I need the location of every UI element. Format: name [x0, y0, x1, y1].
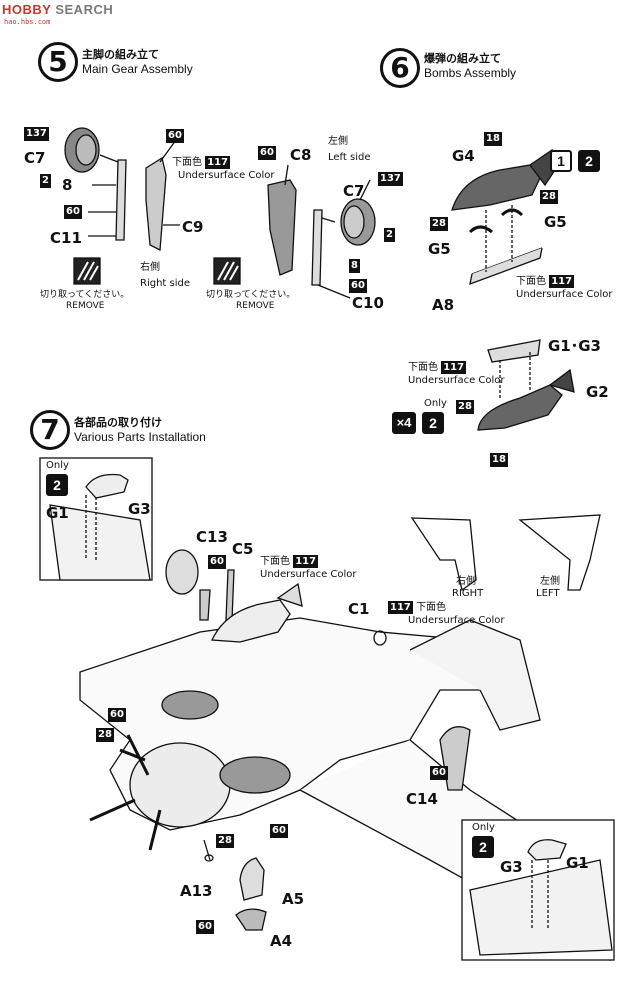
undersurface-en: Undersurface Color: [260, 569, 357, 580]
undersurface-jp: 下面色 117: [408, 361, 467, 374]
part-c8: C8: [290, 146, 312, 164]
color-60-badge: 60: [270, 824, 288, 838]
color-28-badge: 28: [456, 400, 474, 414]
undersurface-jp: 下面色 117: [516, 275, 575, 288]
option-2-icon: 2: [422, 412, 444, 434]
part-g5-left: G5: [428, 240, 451, 258]
part-g5-right: G5: [544, 213, 567, 231]
right-en: RIGHT: [452, 588, 484, 599]
color-28-badge: 28: [96, 728, 114, 742]
step7-title-en: Various Parts Installation: [74, 430, 206, 444]
undersurface-en: Undersurface Color: [408, 615, 505, 626]
part-c1: C1: [348, 600, 370, 618]
part-g1-g3: G1･G3: [548, 337, 601, 355]
option-2-icon: 2: [472, 836, 494, 858]
option-2-icon: 2: [578, 150, 600, 172]
undersurface-jp: 下面色 117: [260, 555, 319, 568]
color-2-badge: 2: [384, 228, 395, 242]
part-a4: A4: [270, 932, 293, 950]
part-g1-bottom: G1: [566, 854, 589, 872]
watermark-text-b: SEARCH: [55, 2, 114, 17]
step5-number: 5: [38, 42, 78, 82]
part-g2: G2: [586, 383, 609, 401]
watermark-url: hao.hbs.com: [4, 18, 51, 26]
option-1-icon: 1: [550, 150, 572, 172]
color-60-badge: 60: [430, 766, 448, 780]
color-28-badge: 28: [430, 217, 448, 231]
step5-title-en: Main Gear Assembly: [82, 62, 193, 76]
color-60-badge: 60: [166, 129, 184, 143]
watermark-logo: HOBBY SEARCH: [2, 2, 113, 17]
part-c14: C14: [406, 790, 438, 808]
option-2-icon: 2: [46, 474, 68, 496]
part-c11: C11: [50, 229, 82, 247]
remove-en: REMOVE: [66, 301, 105, 311]
step6-title-jp: 爆弾の組み立て: [424, 52, 501, 65]
left-side-en: Left side: [328, 152, 371, 163]
only-label: Only: [472, 822, 495, 833]
color-28-badge: 28: [540, 190, 558, 204]
step7-title-jp: 各部品の取り付け: [74, 416, 162, 429]
right-jp: 右側: [456, 576, 476, 587]
part-c9: C9: [182, 218, 204, 236]
part-g4: G4: [452, 147, 475, 165]
part-c7-right: C7: [343, 182, 365, 200]
part-c5: C5: [232, 540, 254, 558]
part-a13: A13: [180, 882, 213, 900]
left-jp: 左側: [540, 576, 560, 587]
only-label: Only: [424, 398, 447, 409]
remove-jp: 切り取ってください。: [206, 290, 296, 300]
part-8-right: 8: [349, 259, 360, 273]
only-label: Only: [46, 460, 69, 471]
undersurface-en: Undersurface Color: [516, 289, 613, 300]
left-en: LEFT: [536, 588, 560, 599]
step6-number: 6: [380, 48, 420, 88]
step5-title-jp: 主脚の組み立て: [82, 48, 159, 61]
color-60-badge: 60: [64, 205, 82, 219]
step7-number: 7: [30, 410, 70, 450]
color-18-badge: 18: [484, 132, 502, 146]
right-side-jp: 右側: [140, 262, 160, 273]
part-8-left: 8: [62, 176, 73, 194]
undersurface-jp: 117 下面色: [388, 601, 447, 614]
part-a5: A5: [282, 890, 305, 908]
remove-en: REMOVE: [236, 301, 275, 311]
undersurface-jp: 下面色 117: [172, 156, 231, 169]
left-side-jp: 左側: [328, 136, 348, 147]
color-18-badge: 18: [490, 453, 508, 467]
part-c13: C13: [196, 528, 228, 546]
part-a8: A8: [432, 296, 455, 314]
undersurface-en: Undersurface Color: [408, 375, 505, 386]
part-c10: C10: [352, 294, 384, 312]
color-60-badge: 60: [349, 279, 367, 293]
color-2-badge: 2: [40, 174, 51, 188]
color-60-badge: 60: [208, 555, 226, 569]
color-28-badge: 28: [216, 834, 234, 848]
part-g1-top: G1: [46, 504, 69, 522]
right-side-en: Right side: [140, 278, 190, 289]
color-137-badge: 137: [378, 172, 403, 186]
part-c7-left: C7: [24, 149, 46, 167]
remove-jp: 切り取ってください。: [40, 290, 130, 300]
watermark-text-a: HOBBY: [2, 2, 52, 17]
undersurface-en: Undersurface Color: [178, 170, 275, 181]
color-60-badge: 60: [196, 920, 214, 934]
part-g3-bottom: G3: [500, 858, 523, 876]
color-60-badge: 60: [108, 708, 126, 722]
part-g3-top: G3: [128, 500, 151, 518]
times-four-badge: ×4: [392, 412, 416, 434]
color-137-badge: 137: [24, 127, 49, 141]
color-60-badge: 60: [258, 146, 276, 160]
step6-title-en: Bombs Assembly: [424, 66, 517, 80]
